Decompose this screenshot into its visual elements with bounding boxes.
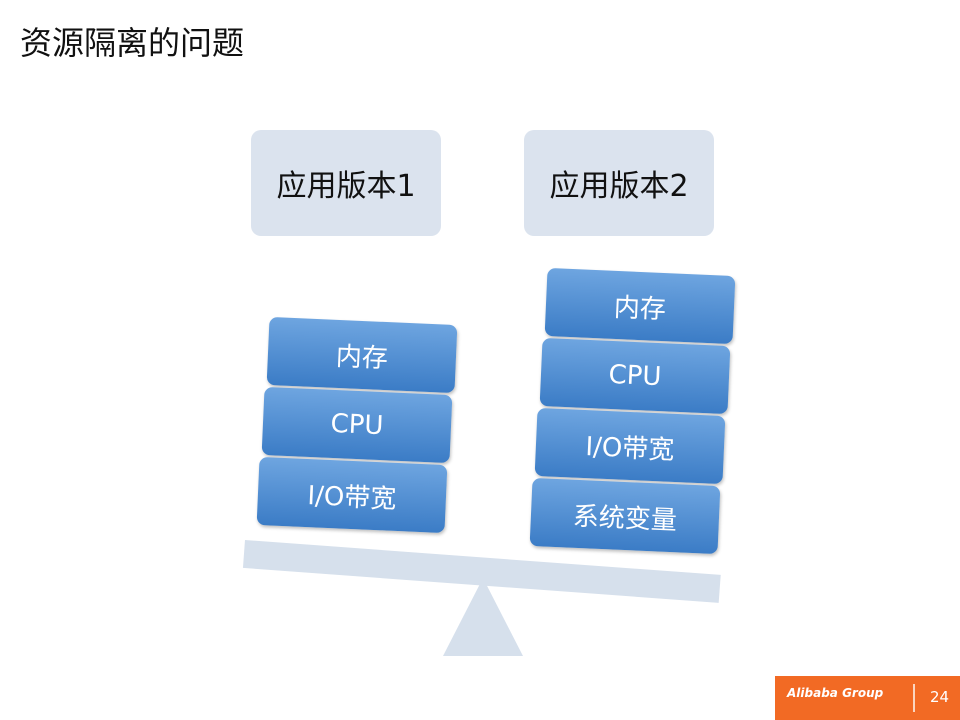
balance-fulcrum: [443, 578, 523, 656]
footer-divider: [913, 684, 915, 712]
right-block-cpu: CPU: [539, 337, 731, 415]
right-block-io: I/O带宽: [534, 407, 726, 485]
app-version-1-box: 应用版本1: [251, 130, 441, 236]
left-block-io: I/O带宽: [256, 456, 448, 534]
left-block-cpu: CPU: [261, 386, 453, 464]
page-number: 24: [930, 688, 950, 706]
left-block-memory: 内存: [266, 316, 458, 394]
slide-title: 资源隔离的问题: [20, 24, 245, 62]
footer-bar: Alibaba Group 24: [775, 676, 960, 720]
alibaba-logo: Alibaba Group: [787, 686, 884, 700]
app-version-2-box: 应用版本2: [524, 130, 714, 236]
right-block-memory: 内存: [544, 267, 736, 345]
right-block-sysvars: 系统变量: [529, 477, 721, 555]
